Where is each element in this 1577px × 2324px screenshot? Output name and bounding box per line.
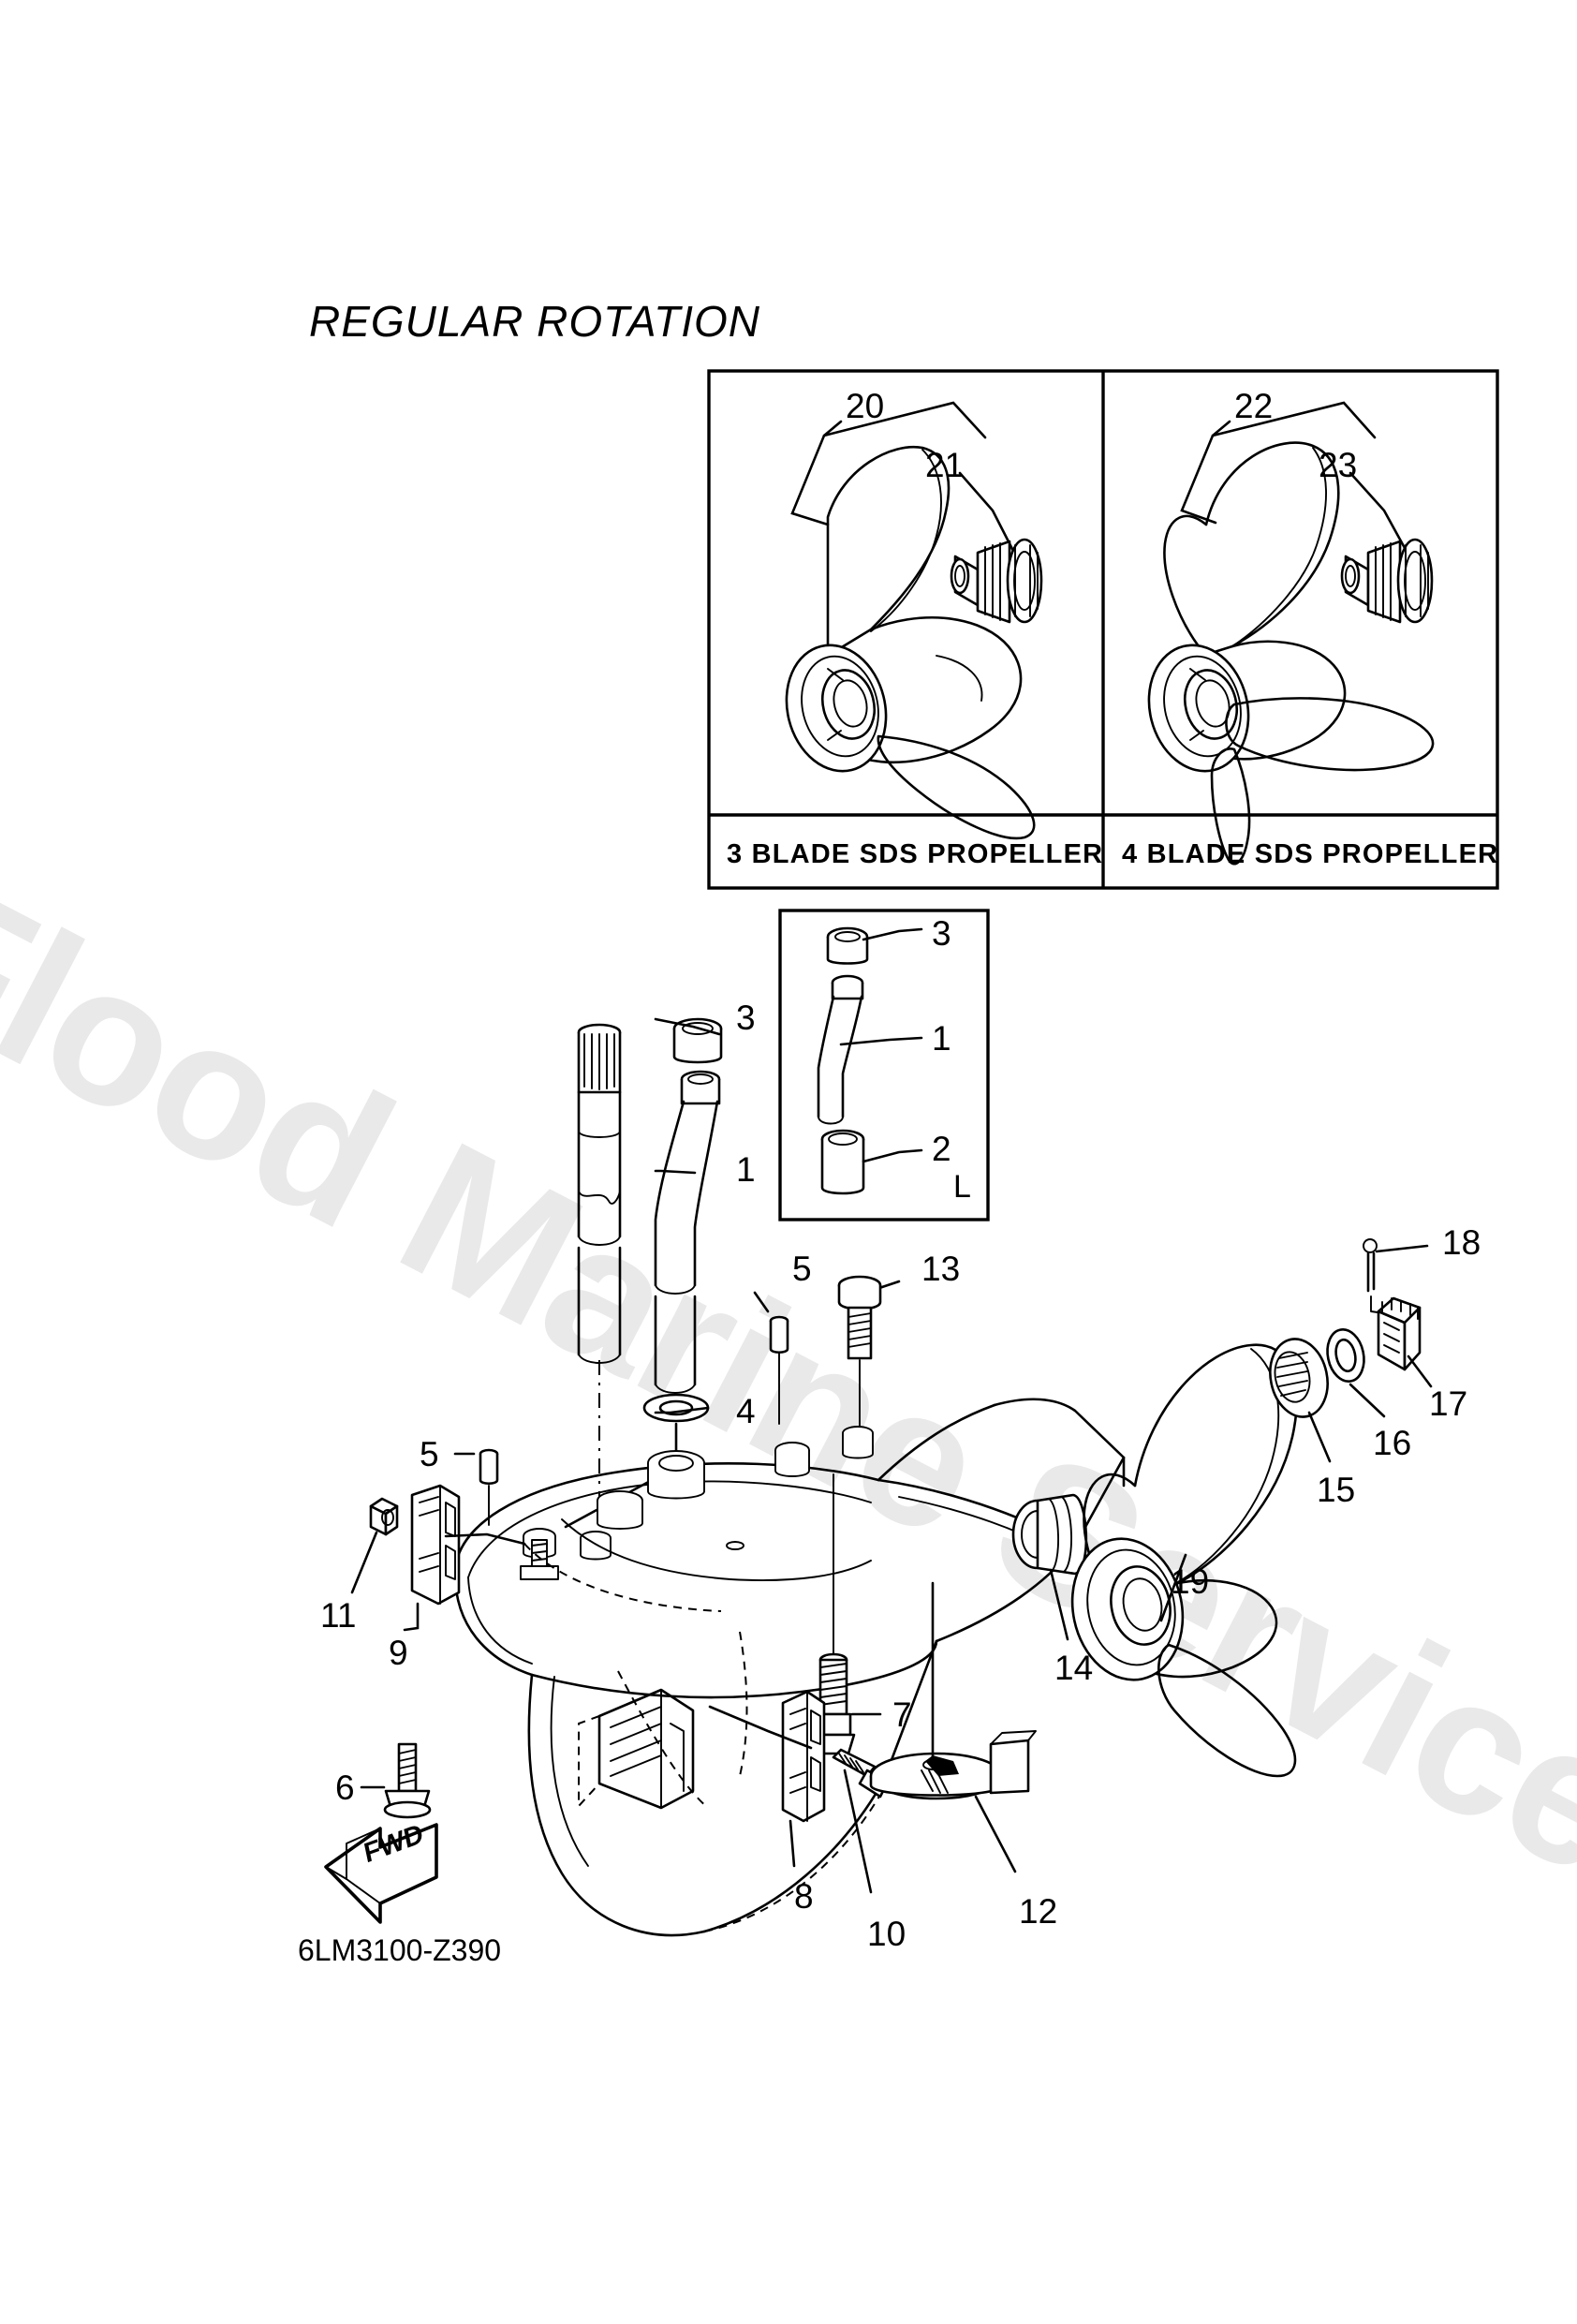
- dowel-pin-upper: [769, 1315, 789, 1425]
- sds-nut-4blade: [1340, 538, 1434, 624]
- anode-9: [403, 1484, 526, 1632]
- deck-bosses: [523, 1426, 874, 1561]
- drive-shaft: [577, 1023, 622, 1510]
- bearing-carrier-14: [1011, 1493, 1088, 1641]
- nut-11: [350, 1497, 399, 1594]
- propeller-19: [1070, 1343, 1299, 1778]
- left-rotation-inset-frame: [778, 909, 990, 1221]
- dowel-pin-left: [453, 1448, 499, 1526]
- four-blade-propeller-art: [1147, 401, 1435, 866]
- left-rotation-inset-art: [817, 926, 923, 1195]
- water-intake-grille: [578, 1688, 695, 1810]
- bolt-13: [837, 1275, 882, 1432]
- bolt-7: [811, 1473, 882, 1755]
- castle-nut-17: [1377, 1296, 1433, 1388]
- deck-stud: [520, 1539, 559, 1580]
- propeller-panels-frame: [707, 369, 1499, 890]
- three-blade-propeller-art: [785, 401, 1043, 840]
- diagram-code: 6LM3100-Z390: [298, 1933, 502, 1967]
- cotter-pin-18: [1363, 1238, 1429, 1314]
- bolt-6: [360, 1742, 432, 1819]
- washer-16: [1326, 1328, 1386, 1418]
- water-tube-assembly: [564, 1017, 723, 1529]
- anode-8: [708, 1690, 826, 1868]
- page-title: REGULAR ROTATION: [309, 297, 760, 346]
- gearcase-housing: [453, 1398, 1126, 1937]
- sds-nut-3blade: [950, 538, 1043, 624]
- fwd-arrow-icon: [324, 1823, 438, 1924]
- trim-tab-12: [869, 1581, 1037, 1873]
- spline-washer-15: [1269, 1338, 1332, 1463]
